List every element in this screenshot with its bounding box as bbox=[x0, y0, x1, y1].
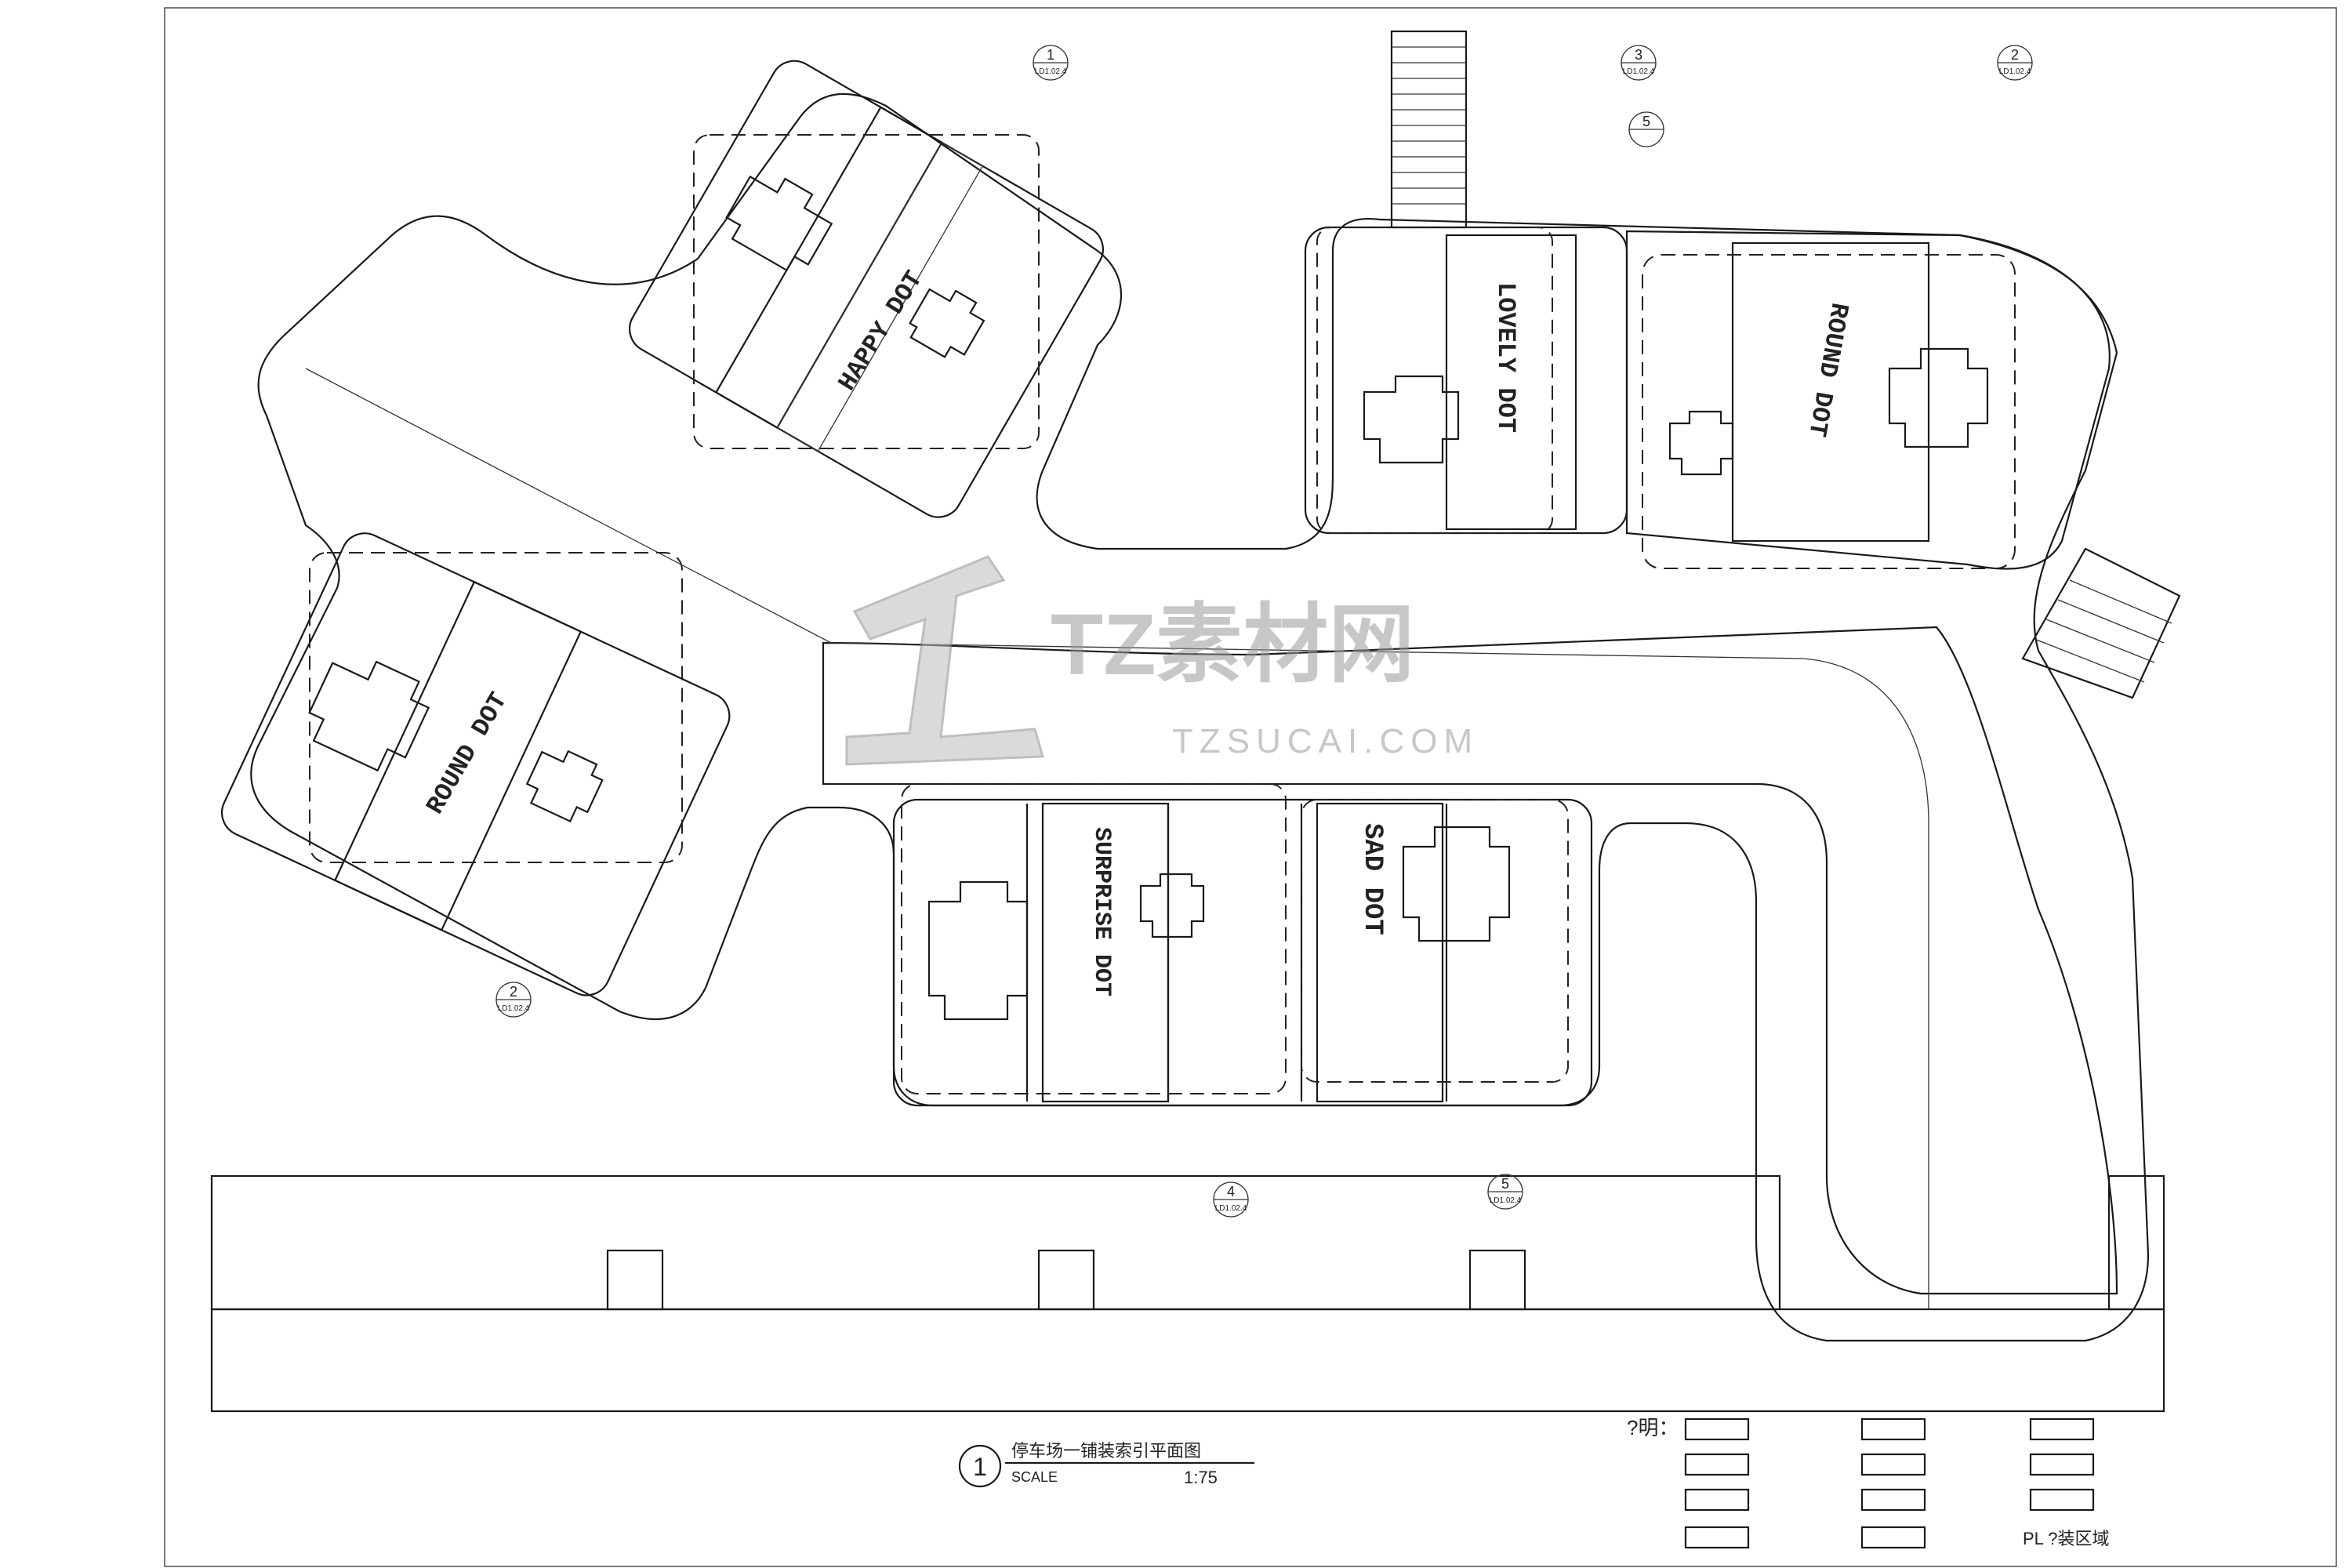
brick-notches bbox=[606, 1249, 1526, 1311]
parking-island-nw bbox=[629, 60, 1104, 518]
title-block: 1 停车场一铺装索引平面图 SCALE 1:75 bbox=[958, 1441, 1254, 1488]
svg-text:3: 3 bbox=[1635, 47, 1642, 63]
svg-text:5: 5 bbox=[1501, 1176, 1509, 1192]
legend-install-area-label: PL ?装区域 bbox=[2023, 1529, 2109, 1548]
svg-text:4: 4 bbox=[1227, 1184, 1235, 1200]
legend-swatch-blank bbox=[1860, 1488, 1926, 1512]
watermark-name: TZ素材网 bbox=[1051, 597, 1414, 693]
section-marker: 1 LD1.02.4 bbox=[1033, 45, 1069, 81]
svg-text:1: 1 bbox=[1047, 47, 1054, 63]
sheet-border bbox=[164, 7, 2337, 1567]
legend-heading: ?明： bbox=[1627, 1416, 1679, 1439]
north-stair bbox=[1390, 30, 1468, 229]
drawing-number-circle bbox=[958, 1444, 1002, 1488]
svg-text:2: 2 bbox=[510, 984, 517, 1000]
section-marker: 4 LD1.02.4 bbox=[1213, 1181, 1249, 1218]
dashed-slot-outline-w bbox=[309, 552, 683, 863]
section-marker: 2 LD1.02.4 bbox=[495, 982, 532, 1018]
legend-swatch-cross bbox=[2029, 1453, 2095, 1476]
parking-island-n bbox=[1304, 226, 1628, 535]
legend-swatch-triangle bbox=[1860, 1453, 1926, 1476]
slot-label-surprise-dot: SURPRISE DOT bbox=[1088, 827, 1115, 996]
legend-swatch-speckle bbox=[1684, 1526, 1750, 1549]
svg-text:5: 5 bbox=[1642, 114, 1650, 129]
section-marker: 2 LD1.02.4 bbox=[1997, 45, 2033, 81]
svg-text:LD1.02.4: LD1.02.4 bbox=[1215, 1204, 1247, 1213]
watermark: TZ素材网 TZSUCAI.COM bbox=[845, 555, 1479, 766]
legend-swatch-circle bbox=[1860, 1417, 1926, 1441]
svg-text:2: 2 bbox=[2011, 47, 2019, 63]
section-marker: 5 bbox=[1628, 111, 1664, 147]
parking-island-s bbox=[892, 798, 1593, 1107]
slot-label-sad-dot: SAD DOT bbox=[1357, 823, 1387, 935]
dashed-slot-outline-s2 bbox=[1301, 799, 1569, 1083]
svg-text:LD1.02.4: LD1.02.4 bbox=[1490, 1196, 1522, 1205]
svg-text:LD1.02.4: LD1.02.4 bbox=[498, 1004, 530, 1013]
legend-swatch-brick bbox=[1860, 1526, 1926, 1549]
slot-label-lovely-dot: LOVELY DOT bbox=[1491, 282, 1520, 433]
legend-swatch-star bbox=[1684, 1488, 1750, 1512]
parking-island-w bbox=[221, 532, 731, 996]
svg-text:LD1.02.4: LD1.02.4 bbox=[1623, 67, 1655, 76]
section-marker: 3 LD1.02.4 bbox=[1621, 45, 1657, 81]
dashed-slot-outline-nw bbox=[693, 134, 1040, 449]
svg-text:LD1.02.4: LD1.02.4 bbox=[1999, 67, 2031, 76]
legend: ?明： PL ?装区域 bbox=[1627, 1416, 2109, 1549]
slot-label-round-dot-w: ROUND DOT bbox=[421, 688, 514, 819]
legend-swatch-diagonal-2 bbox=[2029, 1488, 2095, 1512]
parking-island-ne bbox=[1625, 230, 2111, 570]
legend-swatch-hex bbox=[1684, 1453, 1750, 1476]
watermark-url: TZSUCAI.COM bbox=[1172, 722, 1479, 760]
road-centerline bbox=[305, 368, 1929, 1309]
drawing-title: 停车场一铺装索引平面图 bbox=[1011, 1441, 1201, 1461]
legend-swatch-diagonal bbox=[1684, 1417, 1750, 1441]
drawing-number: 1 bbox=[973, 1453, 987, 1481]
svg-text:LD1.02.4: LD1.02.4 bbox=[1035, 67, 1067, 76]
brick-paving-band bbox=[210, 1174, 1781, 1311]
scale-value: 1:75 bbox=[1184, 1468, 1218, 1487]
dashed-slot-outline-ne bbox=[1642, 254, 2016, 569]
east-stair bbox=[2021, 547, 2181, 699]
scale-label: SCALE bbox=[1011, 1469, 1058, 1485]
legend-swatch-dots bbox=[2029, 1417, 2095, 1441]
section-marker: 5 LD1.02.4 bbox=[1487, 1174, 1523, 1210]
dashed-slot-outline-s1 bbox=[901, 783, 1287, 1094]
section-markers: 1 LD1.02.4 3 LD1.02.4 2 LD1.02.4 5 2 LD1… bbox=[495, 45, 2033, 1218]
brick-paving-band-right bbox=[2107, 1174, 2165, 1311]
slot-label-round-dot-ne: ROUND DOT bbox=[1802, 300, 1853, 439]
watermark-logo bbox=[845, 555, 1044, 766]
